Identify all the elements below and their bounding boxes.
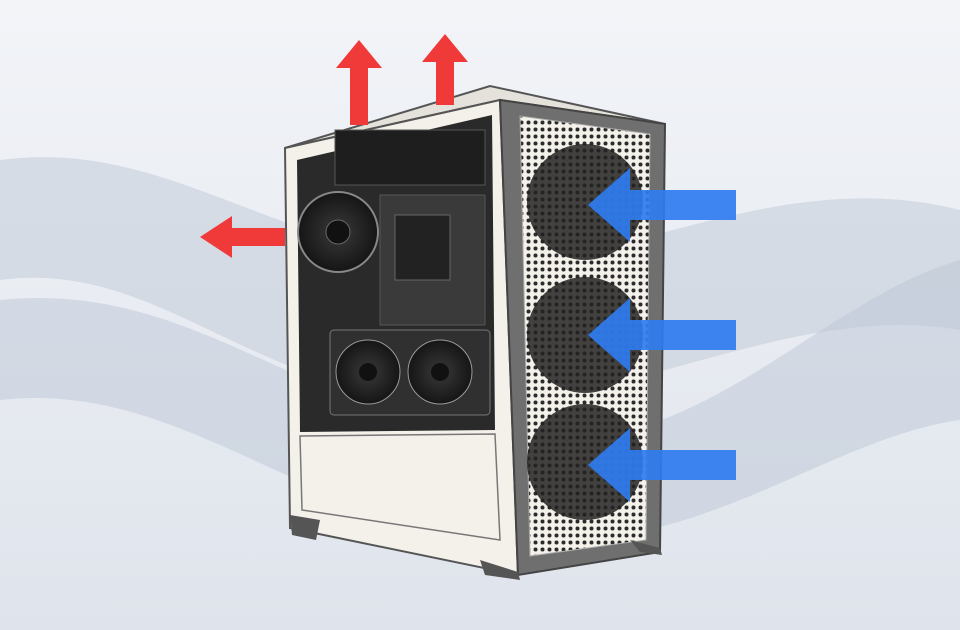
pc-case	[283, 84, 667, 580]
front-intake-fan	[527, 404, 643, 520]
arrow-left-icon	[588, 168, 736, 242]
arrow-left-icon	[588, 298, 736, 372]
fan-hub	[431, 363, 449, 381]
arrow-left-icon	[588, 428, 736, 502]
exhaust-arrows	[200, 34, 468, 258]
cpu-block	[394, 214, 451, 281]
front-intake-fan	[527, 144, 643, 260]
psu-shroud	[299, 433, 501, 541]
arrow-up-icon	[336, 40, 382, 125]
case-foot	[480, 560, 520, 580]
fan-hub	[325, 219, 351, 245]
top-radiator	[334, 129, 486, 186]
fan-hub	[359, 363, 377, 381]
case-foot	[630, 540, 662, 555]
intake-arrows	[588, 168, 736, 502]
case-foot	[290, 515, 320, 540]
arrow-up-icon	[422, 34, 468, 105]
arrow-left-icon	[200, 216, 285, 258]
front-intake-fan	[527, 277, 643, 393]
